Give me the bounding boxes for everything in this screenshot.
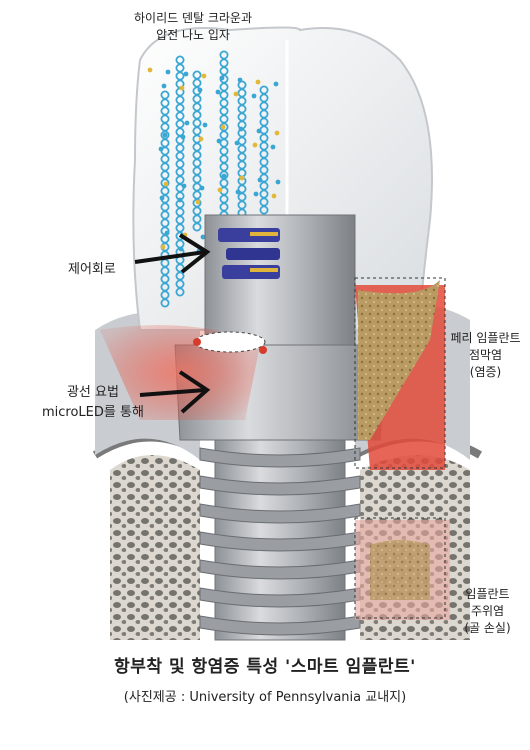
implant-body <box>174 214 386 641</box>
phototherapy-label: 광선 요법 microLED를 통해 <box>42 383 144 423</box>
peri-implant-inflammation <box>354 277 450 620</box>
phototherapy-label-line2: microLED를 통해 <box>42 405 144 420</box>
peri-implantitis-line2: 주위염 <box>470 604 505 618</box>
nanoparticle-dot <box>215 89 221 95</box>
peri-mucositis-line1: 페리 임플란트 <box>450 331 521 345</box>
nanoparticle-dot <box>257 177 263 183</box>
nanoparticle-dot <box>198 136 204 142</box>
nanoparticle-dot <box>180 134 186 140</box>
nanoparticle-dot <box>179 85 185 91</box>
nanoparticles-label-line2: 압전 나노 입자 <box>156 28 230 42</box>
nanoparticle-dot <box>233 91 239 97</box>
nanoparticle-dot <box>256 128 262 134</box>
nanoparticle-dot <box>275 179 281 185</box>
nanoparticle-dot <box>160 244 166 250</box>
peri-mucositis-label: 페리 임플란트 점막염 (염증) <box>443 330 528 381</box>
nanoparticle-dot <box>164 230 170 236</box>
nanoparticle-dot <box>252 142 258 148</box>
nanoparticle-dot <box>158 146 164 152</box>
nanoparticle-chain-dot <box>259 205 269 215</box>
nanoparticle-dot <box>237 77 243 83</box>
nanoparticle-dot <box>178 246 184 252</box>
nanoparticle-dot <box>162 132 168 138</box>
nanoparticle-dot <box>274 130 280 136</box>
nanoparticle-dot <box>235 189 241 195</box>
implant-thread <box>199 475 361 496</box>
nanoparticle-dot <box>219 75 225 81</box>
control-circuit-label-text: 제어회로 <box>68 262 116 277</box>
nanoparticle-chain-dot <box>160 298 170 308</box>
nanoparticle-dot <box>271 193 277 199</box>
nanoparticle-dot <box>197 87 203 93</box>
nanoparticle-dot <box>181 183 187 189</box>
peri-implantitis-label: 임플란트 주위염 (골 손실) <box>450 586 525 637</box>
nanoparticle-dot <box>216 138 222 144</box>
nanoparticle-dot <box>239 175 245 181</box>
nanoparticle-dot <box>165 69 171 75</box>
implant-threads <box>199 447 361 636</box>
nanoparticle-dot <box>163 181 169 187</box>
nanoparticle-dot <box>255 79 261 85</box>
implant-thread <box>199 447 361 468</box>
nanoparticle-dot <box>238 126 244 132</box>
nanoparticle-dot <box>220 124 226 130</box>
nanoparticle-dot <box>199 185 205 191</box>
nanoparticle-dot <box>221 173 227 179</box>
nanoparticle-dot <box>184 120 190 126</box>
peri-mucositis-line3: (염증) <box>469 365 502 379</box>
nanoparticles-label-line1: 하이리드 덴탈 크라운과 <box>133 11 253 25</box>
figure-credit: (사진제공 : University of Pennsylvania 교내지) <box>123 690 407 705</box>
pointer-arrows <box>134 233 211 414</box>
peri-implantitis-line1: 임플란트 <box>465 587 510 601</box>
peri-implantitis-line3: (골 손실) <box>464 621 511 635</box>
nanoparticle-dot <box>253 191 259 197</box>
nanoparticle-dot <box>217 187 223 193</box>
nanoparticle-dot <box>273 81 279 87</box>
nanoparticle-dot <box>161 83 167 89</box>
nanoparticle-chain-dot <box>175 287 185 297</box>
phototherapy-label-line1: 광선 요법 <box>66 385 119 400</box>
nanoparticle-dot <box>201 73 207 79</box>
control-circuit <box>218 228 280 279</box>
nanoparticle-dot <box>159 195 165 201</box>
nanoparticle-dot <box>202 122 208 128</box>
piezoelectric-nanoparticles <box>147 50 282 308</box>
control-circuit-label: 제어회로 <box>68 260 116 280</box>
nanoparticle-dot <box>147 67 153 73</box>
implant-thread <box>199 503 361 524</box>
nanoparticle-dot <box>183 71 189 77</box>
nanoparticle-dot <box>251 93 257 99</box>
nanoparticles-label: 하이리드 덴탈 크라운과 압전 나노 입자 <box>118 10 268 44</box>
figure-title: 항부착 및 항염증 특성 '스마트 임플란트' <box>114 657 416 677</box>
nanoparticle-dot <box>234 140 240 146</box>
nanoparticle-chain-dot <box>192 222 202 232</box>
nanoparticle-dot <box>270 144 276 150</box>
nanoparticle-dot <box>177 197 183 203</box>
implant-thread <box>199 615 361 636</box>
peri-mucositis-line2: 점막염 <box>468 348 503 362</box>
nanoparticle-dot <box>200 234 206 240</box>
nanoparticle-dot <box>195 199 201 205</box>
